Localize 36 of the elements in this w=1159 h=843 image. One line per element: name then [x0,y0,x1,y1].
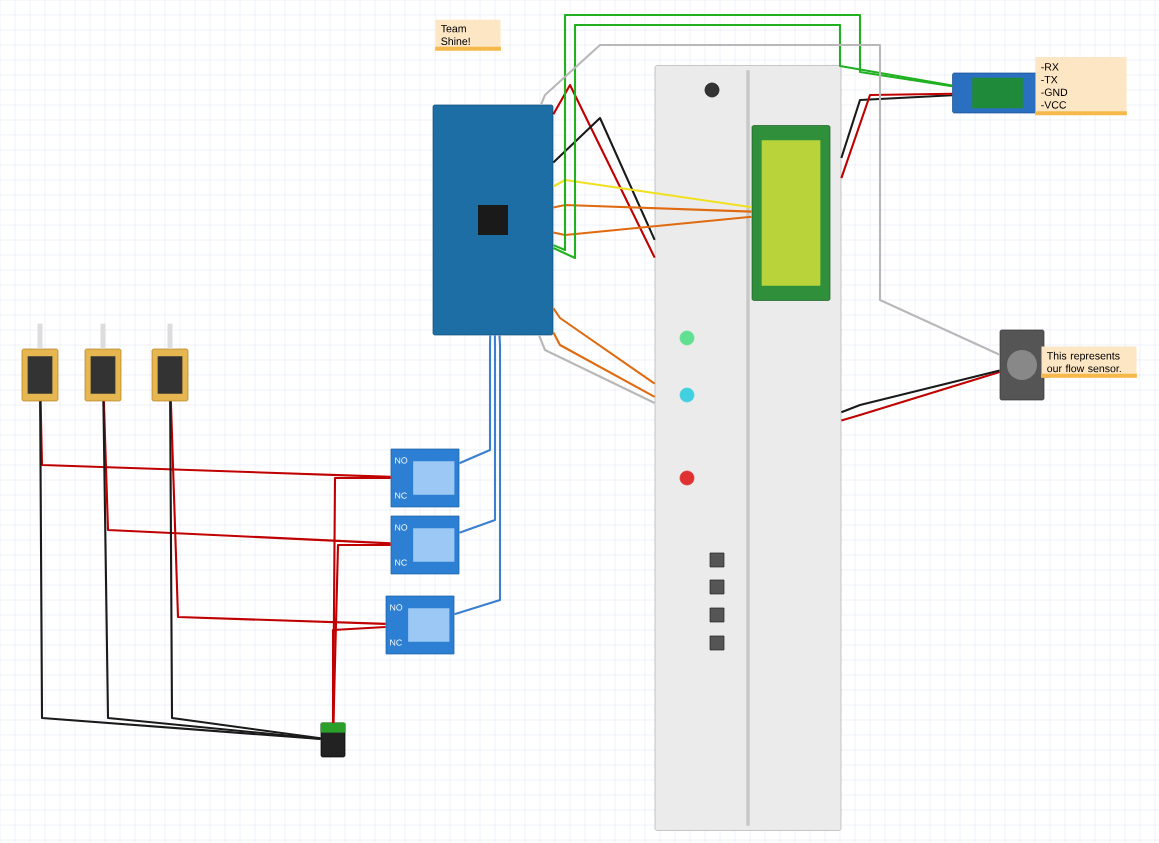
wire [102,401,391,545]
wire [39,401,391,478]
wire [553,215,752,237]
wire [552,332,656,398]
microcontroller-board-drawing [432,104,554,336]
wire [332,543,391,723]
wire [553,203,752,213]
wire [454,335,502,616]
wire [841,370,1000,422]
wire [459,335,497,534]
relay-module: NO NC [390,515,460,575]
sticky-note: This represents our flow sensor. [1041,346,1137,378]
wire [552,116,656,241]
wire [840,92,953,179]
wire [552,178,752,209]
wire [102,401,321,740]
relay-module: NO NC [390,448,460,508]
wire [552,83,656,259]
solenoid-drawing [84,323,122,402]
wire [331,625,386,723]
sticky-note: Team Shine! [435,19,501,51]
solenoid-drawing [21,323,59,402]
power-jack-drawing [320,722,346,758]
wire [169,401,386,625]
solenoid-drawing [151,323,189,402]
wire [841,369,1000,414]
relay-module: NO NC [385,595,455,655]
sticky-note: -RX -TX -GND -VCC [1035,57,1127,116]
bluetooth-module-drawing [952,72,1038,114]
lcd-display-drawing [751,125,831,301]
wire [552,307,656,385]
wire [538,334,656,404]
wire [169,401,321,740]
wire [540,43,1001,356]
wire [840,94,953,159]
wire [458,335,492,465]
